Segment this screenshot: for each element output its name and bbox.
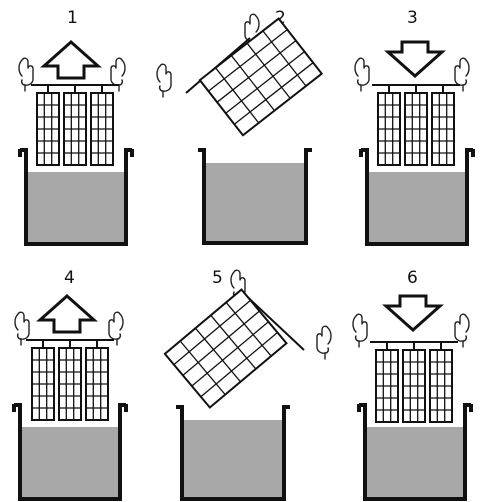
step-3: 3	[354, 8, 475, 246]
grid-rack	[371, 84, 461, 166]
hand-icon	[156, 63, 172, 98]
hand-icon	[352, 313, 368, 348]
step-number-2: 2	[275, 8, 286, 28]
step-number-3: 3	[407, 8, 418, 28]
hand-icon	[354, 57, 370, 92]
step-6: 6	[352, 268, 473, 501]
hand-icon	[110, 57, 126, 92]
step-number-1: 1	[67, 8, 78, 28]
arrow-down-icon	[382, 294, 444, 333]
grid-rack	[30, 84, 120, 166]
tilted-grid	[198, 17, 323, 137]
tank	[198, 148, 312, 245]
tilted-grid	[163, 288, 288, 409]
tank	[176, 405, 290, 501]
arrow-up-icon	[40, 39, 102, 80]
grid-rack	[369, 341, 459, 423]
step-4: 4	[12, 268, 128, 501]
hand-icon	[316, 325, 332, 360]
step-number-5: 5	[212, 268, 223, 288]
arrow-up-icon	[36, 293, 98, 334]
step-number-4: 4	[64, 268, 75, 288]
step-2: 2	[156, 8, 323, 245]
step-5: 5	[163, 268, 332, 501]
step-1: 1	[18, 8, 134, 246]
grid-rack	[25, 339, 115, 421]
arrow-down-icon	[384, 40, 446, 79]
step-number-6: 6	[407, 268, 418, 288]
hand-icon	[454, 57, 470, 92]
hand-icon	[18, 57, 34, 92]
